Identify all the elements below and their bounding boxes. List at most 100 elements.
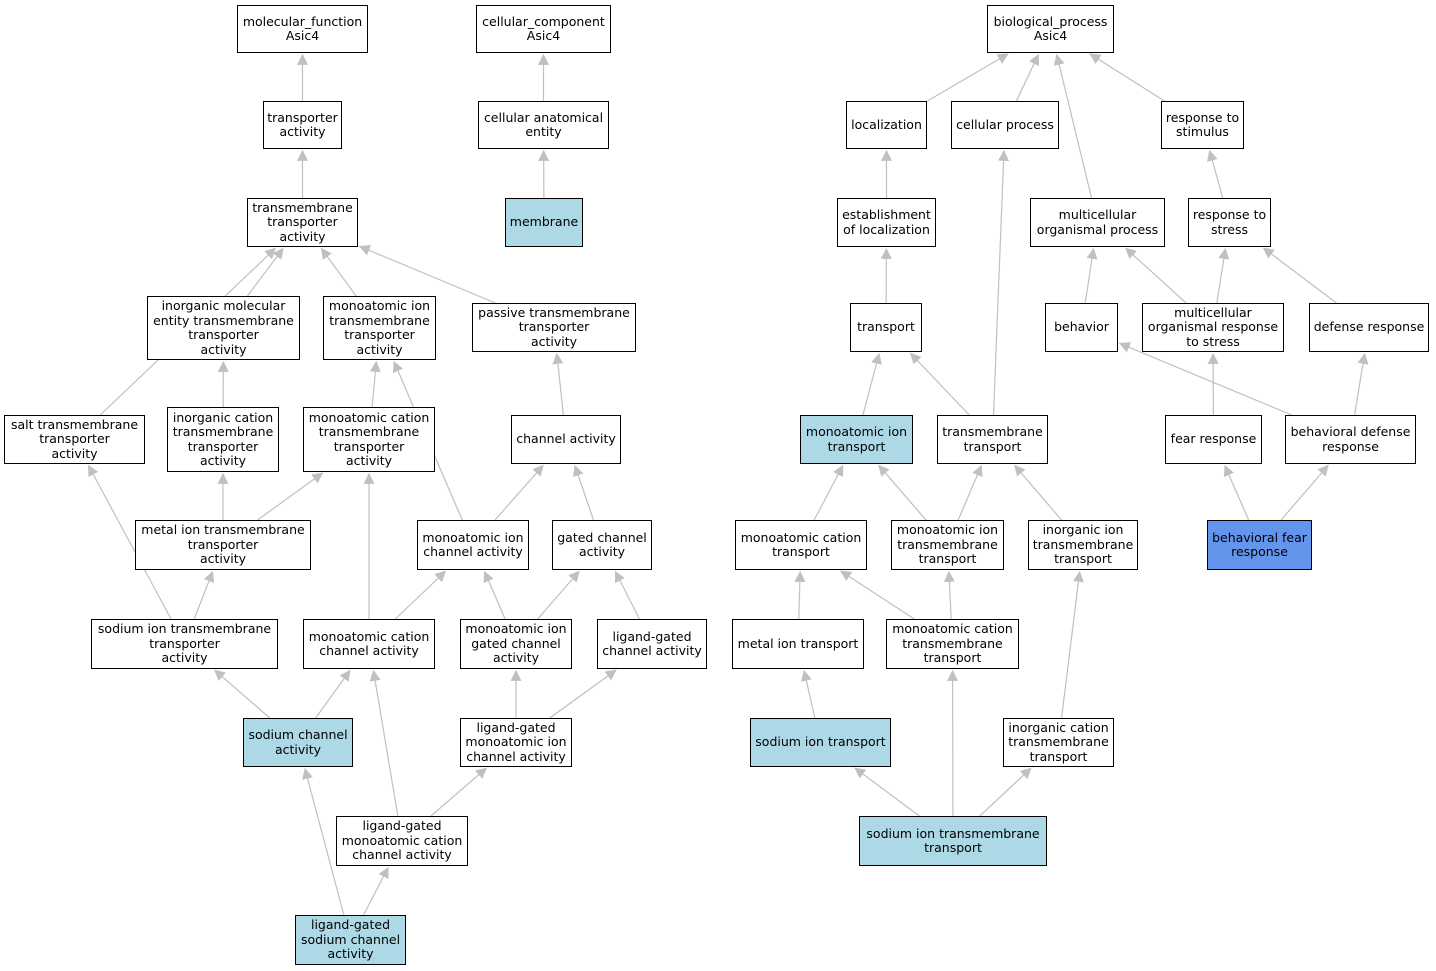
node-label-line: transport bbox=[827, 438, 886, 454]
node-label-line: inorganic ion bbox=[1042, 522, 1124, 538]
node-label-line: transport bbox=[924, 840, 982, 855]
node-label-line: activity bbox=[279, 124, 326, 139]
node-label-line: activity bbox=[578, 544, 626, 559]
node-label-line: entity transmembrane bbox=[153, 312, 294, 328]
node-label-line: monoatomic cation bbox=[740, 529, 862, 545]
node-label-line: gated channel bbox=[557, 529, 647, 545]
node-label-line: transporter bbox=[267, 214, 338, 230]
node-label-line: sodium ion transmembrane bbox=[866, 825, 1040, 841]
edge-monoatomic-ion-tm-transport-to-tm-transport bbox=[957, 464, 983, 521]
node-localization: localization bbox=[846, 101, 927, 149]
node-channel-activity: channel activity bbox=[511, 415, 621, 464]
node-label-line: localization bbox=[851, 116, 922, 132]
node-label-line: establishment bbox=[842, 207, 931, 222]
node-label-line: channel activity bbox=[516, 431, 616, 447]
edge-monoatomic-ion-tm-act-to-tm-transporter-activity bbox=[320, 247, 357, 297]
node-label-line: response bbox=[1322, 438, 1379, 454]
node-label-line: transmembrane bbox=[172, 424, 274, 439]
node-label-line: transport bbox=[857, 319, 915, 335]
node-cellular-process: cellular process bbox=[951, 101, 1059, 149]
node-label-line: channel activity bbox=[352, 847, 452, 863]
node-label-line: transport bbox=[772, 544, 830, 559]
edge-multicellular-stress-to-multicellular-process bbox=[1125, 247, 1187, 304]
node-label-line: behavioral defense bbox=[1290, 424, 1411, 439]
edge-monoatomic-cation-tm-act-to-monoatomic-ion-tm-act bbox=[369, 360, 381, 408]
node-label-line: activity bbox=[51, 445, 98, 461]
node-label-line: transport bbox=[963, 438, 1022, 454]
node-label-line: stimulus bbox=[1176, 124, 1229, 139]
node-label-line: activity bbox=[327, 946, 374, 962]
edge-inorg-mol-entity-tm-to-tm-transporter-activity bbox=[246, 247, 284, 297]
node-label-line: transporter bbox=[267, 109, 338, 125]
node-metal-ion-transport: metal ion transport bbox=[732, 619, 864, 669]
edge-metal-ion-tm-act-to-monoatomic-cation-tm-act bbox=[257, 472, 324, 521]
edge-sodium-ion-tm-act-to-salt-tm bbox=[88, 464, 172, 620]
node-defense-response: defense response bbox=[1309, 303, 1429, 352]
node-label-line: transport bbox=[1054, 551, 1112, 567]
node-label: metal ion transport bbox=[738, 636, 859, 652]
edge-monoatomic-cation-tm-transport-to-monoatomic-ion-tm-transport bbox=[943, 570, 955, 620]
edge-monoatomic-cation-channel-to-monoatomic-ion-channel bbox=[394, 570, 447, 620]
node-label-line: salt transmembrane bbox=[10, 416, 139, 432]
node-label-line: organismal process bbox=[1036, 221, 1159, 237]
node-label-line: monoatomic ion bbox=[465, 621, 567, 637]
edge-lg-monoatomic-cation-channel-to-monoatomic-cation-channel bbox=[369, 669, 399, 817]
node-label-line: monoatomic cation bbox=[308, 409, 430, 425]
node-label-line: metal ion transmembrane bbox=[141, 522, 305, 538]
node-fear-response: fear response bbox=[1165, 415, 1262, 464]
node-label-line: ligand-gated bbox=[310, 917, 390, 933]
node-label: channel activity bbox=[516, 432, 616, 447]
edge-monoatomic-ion-gated-to-gated-channel bbox=[537, 570, 580, 620]
node-label-line: to stress bbox=[1186, 333, 1240, 349]
edge-monoatomic-cation-transport-to-monoatomic-ion-transport bbox=[813, 464, 844, 521]
node-label-line: activity bbox=[199, 453, 247, 468]
node-label-line: behavior bbox=[1054, 319, 1109, 335]
node-label-line: ligand-gated bbox=[476, 719, 556, 735]
edge-sodium-ion-tm-transport-to-sodium-ion-transport bbox=[854, 767, 920, 817]
node-label-line: transport bbox=[918, 551, 977, 567]
node-label: defense response bbox=[1314, 320, 1425, 335]
edge-sodium-ion-tm-act-to-metal-ion-tm-act bbox=[193, 570, 215, 620]
node-label-line: membrane bbox=[509, 214, 579, 230]
node-label: fear response bbox=[1171, 432, 1257, 447]
edge-sodium-channel-to-monoatomic-cation-channel bbox=[315, 669, 351, 719]
edge-multicellular-stress-to-response-to-stress bbox=[1216, 247, 1230, 304]
node-label-line: transporter bbox=[187, 536, 259, 552]
node-sodium-ion-transport: sodium ion transport bbox=[750, 718, 891, 767]
node-label-line: monoatomic cation bbox=[341, 832, 463, 848]
edge-gated-channel-to-channel-activity bbox=[572, 464, 595, 521]
edge-inorg-ion-tm-transport-to-tm-transport bbox=[1014, 464, 1063, 521]
edge-sodium-channel-to-sodium-ion-tm-act bbox=[213, 669, 271, 719]
node-label-line: activity bbox=[530, 333, 578, 349]
node-label-line: Asic4 bbox=[1033, 28, 1068, 43]
edge-metal-ion-transport-to-monoatomic-cation-transport bbox=[794, 570, 806, 620]
node-label-line: activity bbox=[200, 341, 247, 357]
node-label-line: molecular_function bbox=[242, 13, 363, 29]
node-label-line: response to bbox=[1192, 207, 1267, 222]
